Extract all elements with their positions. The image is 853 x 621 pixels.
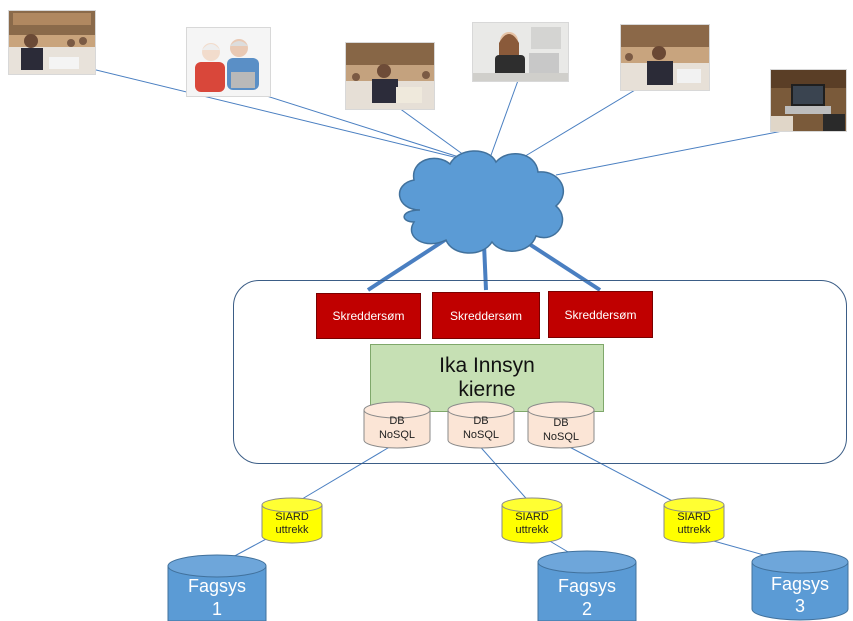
db-type-3: NoSQL xyxy=(543,431,579,443)
db-label-1: DB xyxy=(389,415,404,427)
kernel-title: Ika Innsyn xyxy=(439,354,535,377)
source-label-1: Fagsys xyxy=(188,576,246,596)
siard-label-2: SIARD xyxy=(515,511,549,523)
network-cloud-icon xyxy=(398,150,565,254)
module-label: Skreddersøm xyxy=(332,309,405,323)
db-label-2: DB xyxy=(473,415,488,427)
user-photo-elderly-couple xyxy=(186,27,271,97)
ika-innsyn-system-boundary xyxy=(233,280,847,464)
siard-label-3: SIARD xyxy=(677,511,711,523)
siard-sublabel-2: uttrekk xyxy=(515,524,549,536)
db-type-1: NoSQL xyxy=(379,429,415,441)
module-skreddersom-2: Skreddersøm xyxy=(432,292,540,339)
source-system-1: Fagsys 1 xyxy=(167,554,267,621)
module-label: Skreddersøm xyxy=(449,308,523,323)
db-nosql-3: DB NoSQL xyxy=(527,401,595,449)
user-photo-student-reading xyxy=(620,24,710,91)
db-type-2: NoSQL xyxy=(463,429,499,441)
source-label-3: Fagsys xyxy=(771,574,829,594)
user-photo-library-reader xyxy=(8,10,96,75)
siard-label-1: SIARD xyxy=(275,511,309,523)
siard-sublabel-1: uttrekk xyxy=(275,524,309,536)
module-skreddersom-3: Skreddersøm xyxy=(548,291,653,338)
source-label-2: Fagsys xyxy=(558,576,616,596)
source-number-3: 3 xyxy=(795,596,805,616)
db-link-1 xyxy=(291,441,399,506)
user-link-6 xyxy=(555,127,799,176)
source-number-1: 1 xyxy=(212,599,222,619)
cloud-link-1 xyxy=(366,236,450,292)
user-photo-laptop-desk xyxy=(770,69,847,132)
module-label: Skreddersøm xyxy=(564,307,637,322)
db-nosql-1: DB NoSQL xyxy=(363,401,431,449)
user-link-2 xyxy=(231,84,463,159)
siard-extract-3: SIARD uttrekk xyxy=(663,497,725,544)
cloud-link-2 xyxy=(482,243,488,291)
ika-innsyn-kernel: Ika Innsyn kierne xyxy=(370,344,604,412)
user-link-1 xyxy=(54,59,459,159)
source-system-3: Fagsys 3 xyxy=(751,550,849,621)
siard-extract-2: SIARD uttrekk xyxy=(501,497,563,544)
source-number-2: 2 xyxy=(582,599,592,619)
user-link-4 xyxy=(489,74,521,159)
cloud-link-3 xyxy=(518,236,602,292)
db-label-3: DB xyxy=(553,417,568,429)
siard-sublabel-3: uttrekk xyxy=(677,524,711,536)
db-link-3 xyxy=(559,441,681,506)
user-photo-student-with-book xyxy=(345,42,435,110)
source-system-2: Fagsys 2 xyxy=(537,550,637,621)
kernel-subtitle: kierne xyxy=(458,378,516,401)
siard-extract-1: SIARD uttrekk xyxy=(261,497,323,544)
module-skreddersom-1: Skreddersøm xyxy=(316,293,421,339)
db-nosql-2: DB NoSQL xyxy=(447,401,515,449)
db-link-2 xyxy=(475,441,533,506)
user-photo-woman-at-laptop xyxy=(472,22,569,82)
